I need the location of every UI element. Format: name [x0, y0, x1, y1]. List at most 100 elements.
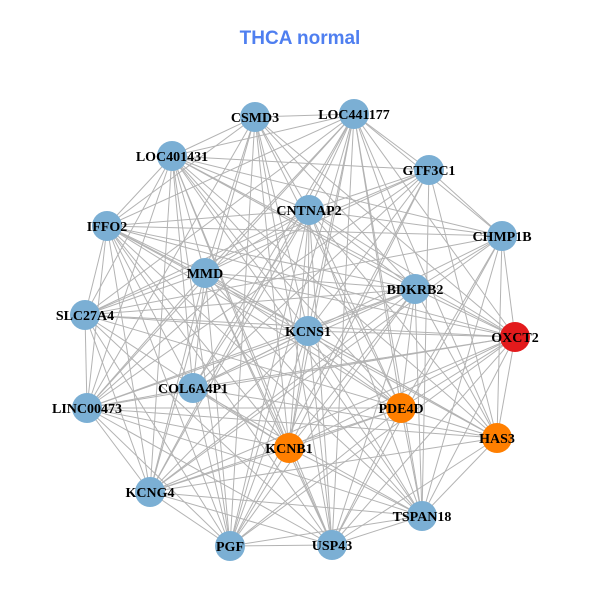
node-tspan18[interactable]: TSPAN18: [393, 501, 452, 531]
node-mmd[interactable]: MMD: [187, 258, 224, 288]
edge: [171, 155, 416, 290]
node-label: MMD: [187, 267, 224, 282]
edge: [204, 272, 231, 547]
node-kcns1[interactable]: KCNS1: [285, 316, 331, 346]
node-linc00473[interactable]: LINC00473: [52, 393, 122, 423]
node-label: BDKRB2: [387, 283, 444, 298]
edge: [149, 288, 416, 493]
edge: [149, 209, 310, 493]
edge: [331, 437, 498, 546]
edge: [84, 288, 416, 316]
edge: [106, 225, 206, 274]
node-circle: [135, 477, 165, 507]
edge: [229, 407, 402, 547]
node-label: KCNB1: [265, 442, 312, 457]
edge: [229, 330, 309, 547]
edge: [106, 225, 503, 237]
edge: [229, 515, 423, 547]
edge: [414, 288, 516, 338]
edge: [86, 330, 309, 409]
edge: [106, 225, 151, 493]
edge: [171, 155, 430, 171]
node-slc27a4[interactable]: SLC27A4: [56, 300, 114, 330]
edge: [86, 209, 310, 409]
node-circle: [190, 258, 220, 288]
node-kcng4[interactable]: KCNG4: [126, 477, 175, 507]
node-label: COL6A4P1: [158, 382, 228, 397]
edge: [288, 288, 416, 449]
node-csmd3[interactable]: CSMD3: [231, 102, 279, 132]
edge: [308, 209, 416, 290]
edge: [421, 336, 516, 517]
edge: [86, 116, 256, 409]
edge: [106, 225, 423, 517]
edge: [353, 113, 430, 171]
edge: [106, 225, 416, 290]
edge: [106, 225, 333, 546]
node-has3[interactable]: HAS3: [479, 423, 515, 453]
edge: [106, 225, 194, 389]
node-circle: [386, 393, 416, 423]
edge: [86, 407, 498, 439]
node-pde4d[interactable]: PDE4D: [378, 393, 424, 423]
edge: [229, 447, 290, 547]
edge: [84, 314, 333, 546]
node-circle: [274, 433, 304, 463]
node-cntnap2[interactable]: CNTNAP2: [276, 195, 342, 225]
node-col6a4p1[interactable]: COL6A4P1: [158, 373, 228, 403]
edge: [86, 336, 516, 409]
node-kcnb1[interactable]: KCNB1: [265, 433, 313, 463]
node-label: USP43: [312, 539, 352, 554]
node-circle: [157, 141, 187, 171]
edge: [331, 235, 503, 546]
edge: [149, 491, 423, 517]
edge: [288, 113, 355, 449]
edge: [86, 407, 290, 449]
edge: [171, 155, 516, 338]
edge: [204, 272, 416, 290]
node-gtf3c1[interactable]: GTF3C1: [403, 155, 456, 185]
node-loc441177[interactable]: LOC441177: [318, 99, 390, 129]
edge: [171, 155, 503, 237]
edge: [353, 113, 423, 517]
edge: [204, 272, 516, 338]
edge: [149, 113, 355, 493]
edge: [254, 116, 310, 211]
edge: [414, 288, 498, 439]
edge: [308, 209, 503, 237]
node-usp43[interactable]: USP43: [312, 530, 352, 560]
node-pgf[interactable]: PGF: [215, 531, 245, 561]
edge: [331, 113, 355, 546]
edge: [229, 336, 516, 547]
node-circle: [414, 155, 444, 185]
node-bdkrb2[interactable]: BDKRB2: [387, 274, 444, 304]
edge: [414, 288, 423, 517]
edge: [84, 314, 88, 409]
edge: [171, 155, 206, 274]
node-circle: [400, 274, 430, 304]
edge: [171, 116, 256, 157]
node-circle: [339, 99, 369, 129]
node-circle: [215, 531, 245, 561]
edge: [308, 209, 498, 439]
node-label: TSPAN18: [393, 510, 452, 525]
node-label: LOC441177: [318, 108, 390, 123]
node-loc401431[interactable]: LOC401431: [136, 141, 208, 171]
edge: [84, 225, 108, 316]
edge: [84, 314, 402, 409]
edge: [86, 407, 423, 517]
node-iffo2[interactable]: IFFO2: [87, 211, 127, 241]
edge: [308, 169, 430, 211]
edge: [204, 209, 310, 274]
node-oxct2[interactable]: OXCT2: [491, 322, 539, 352]
node-circle: [407, 501, 437, 531]
edge: [106, 209, 310, 227]
edge: [229, 169, 430, 547]
edge: [308, 209, 333, 546]
edge: [86, 272, 206, 409]
edge: [86, 155, 173, 409]
edge: [192, 387, 231, 547]
edge: [421, 169, 430, 517]
node-chmp1b[interactable]: CHMP1B: [472, 221, 532, 251]
